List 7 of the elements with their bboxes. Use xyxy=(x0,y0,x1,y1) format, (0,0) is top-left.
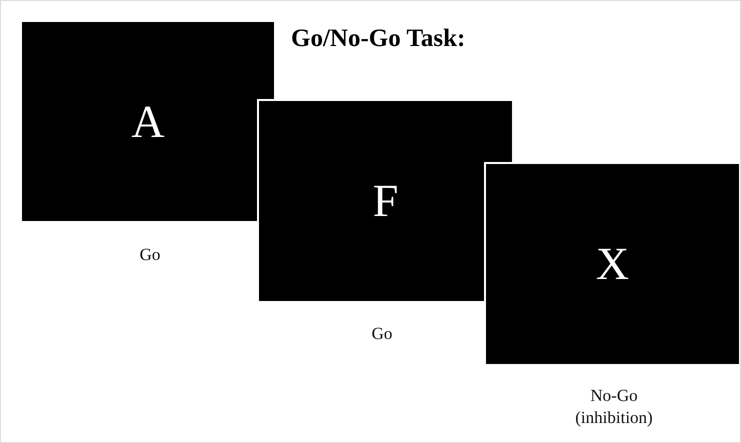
trial-label: Go xyxy=(370,323,394,345)
title: Go/No-Go Task: xyxy=(291,25,466,53)
stimulus-letter: A xyxy=(131,98,165,144)
trial-label: No-Go (inhibition) xyxy=(574,385,654,430)
stimulus-letter: F xyxy=(372,178,398,224)
stimulus-letter: X xyxy=(596,241,630,287)
trial-label: Go xyxy=(138,244,162,266)
